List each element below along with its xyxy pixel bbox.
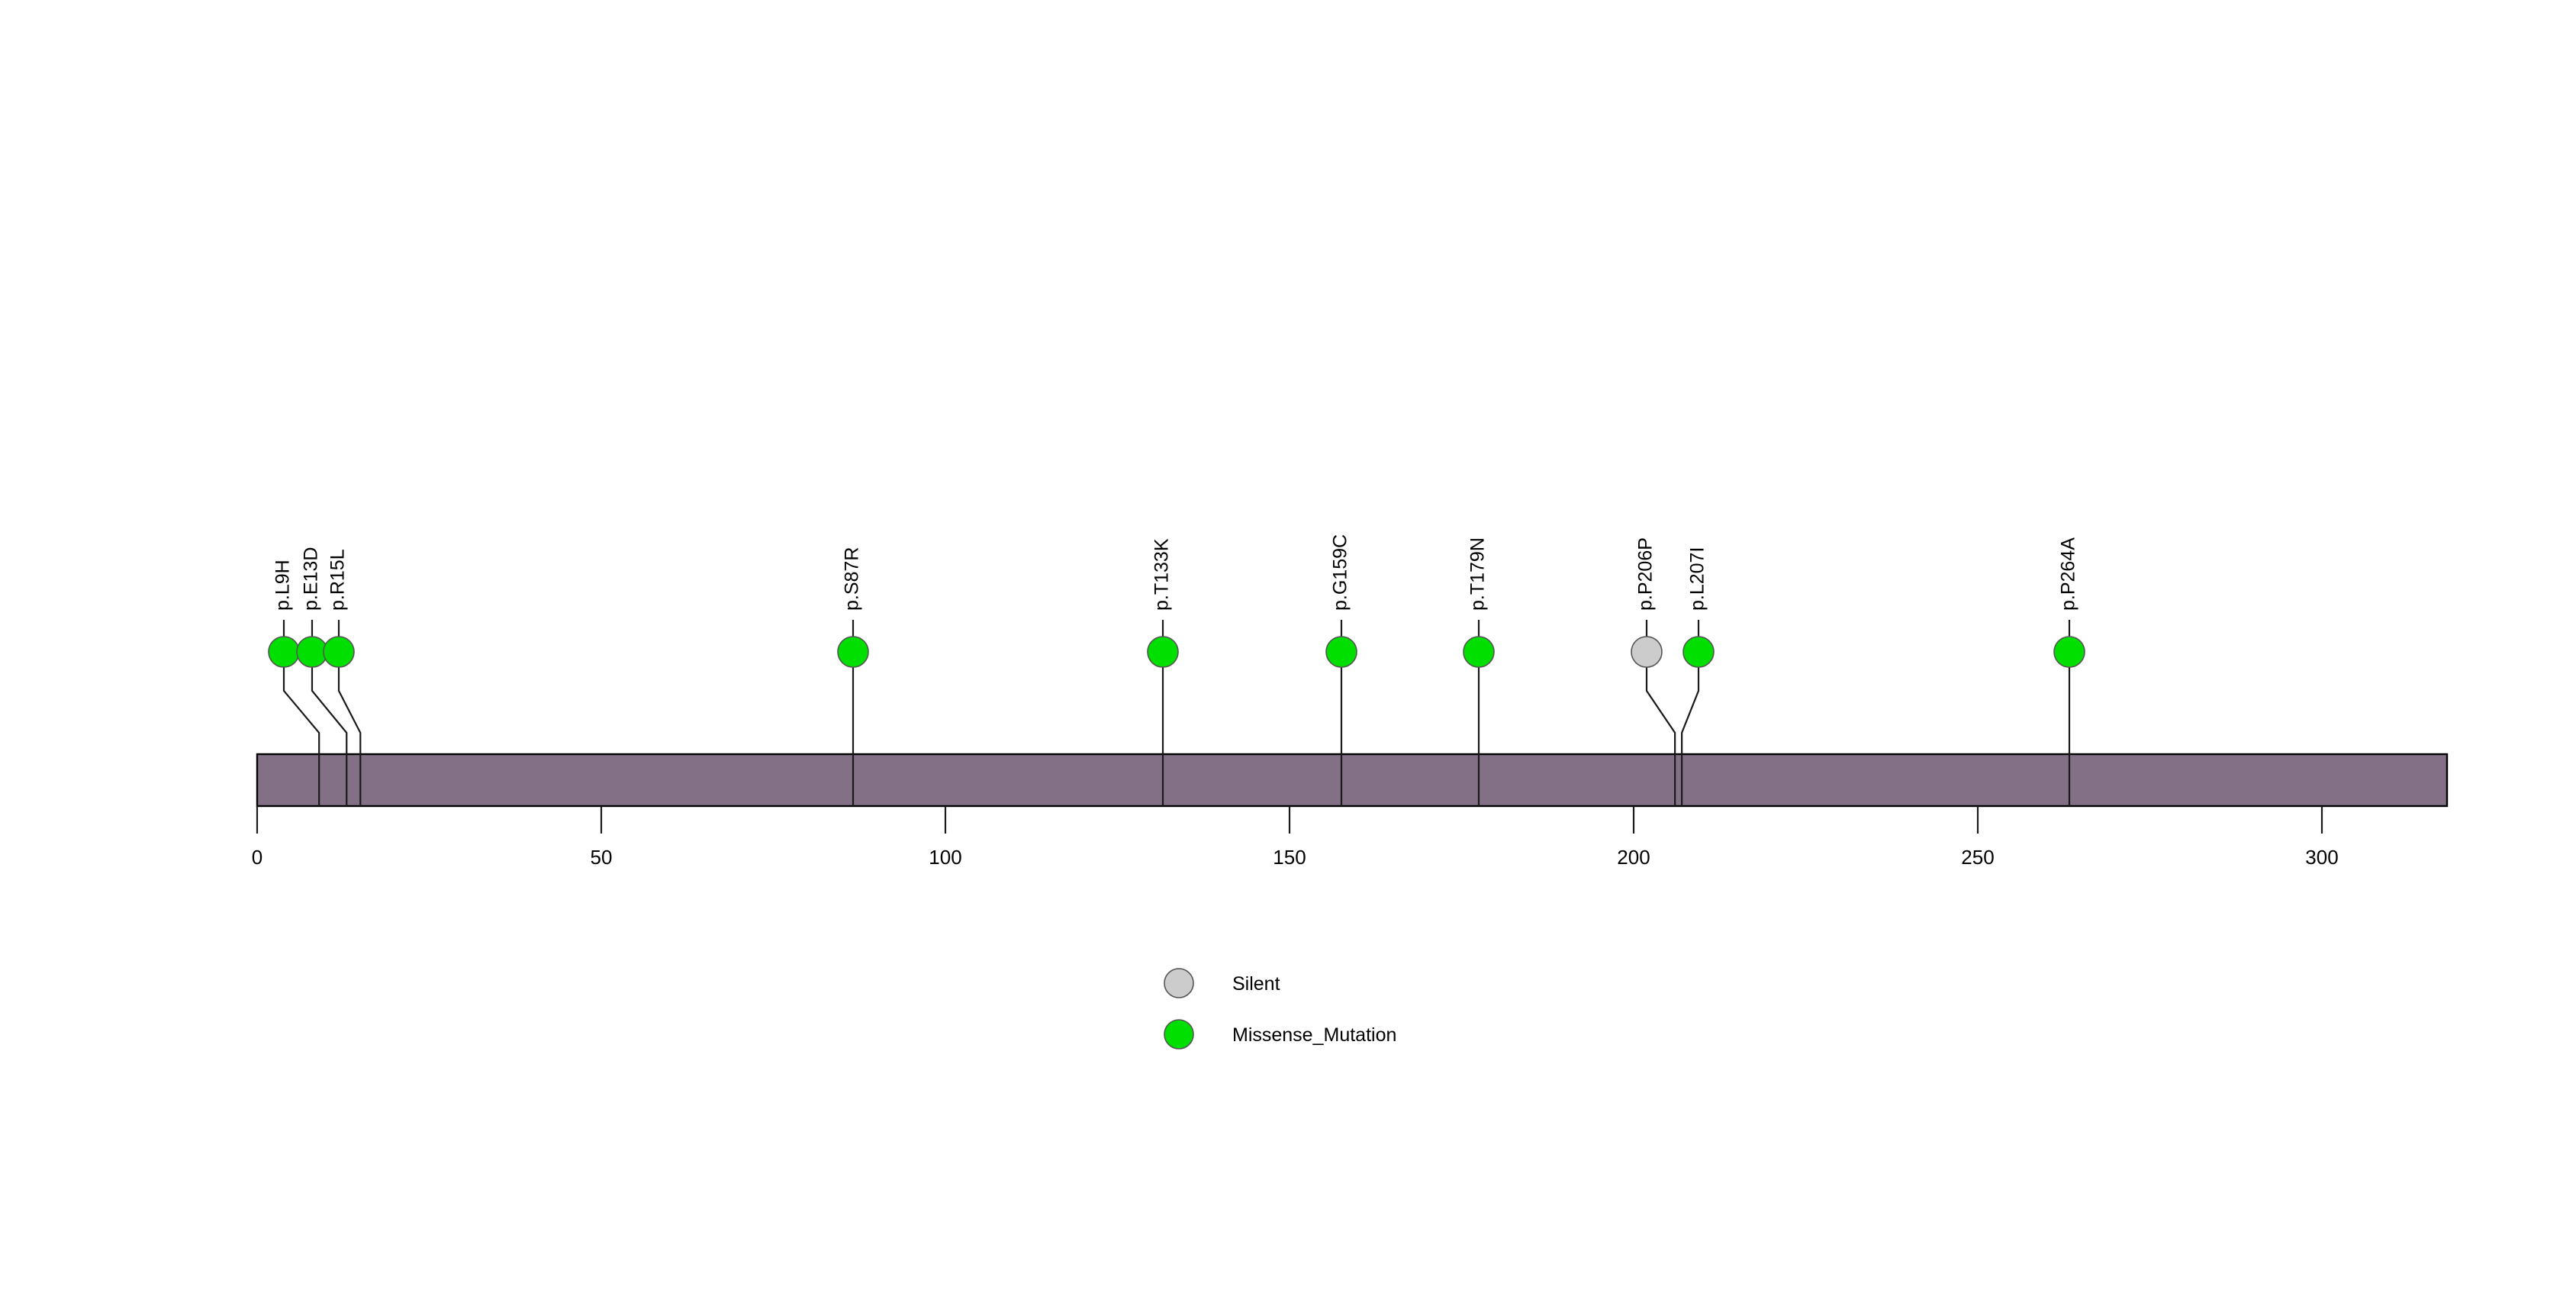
axis-tick-label: 250 (1961, 846, 1994, 869)
mutation-label: p.S87R (842, 547, 863, 611)
lollipop-dot-missense_mutation[interactable] (1147, 636, 1179, 668)
lollipop-dot-missense_mutation[interactable] (296, 636, 328, 668)
lollipop-pe13d[interactable] (296, 620, 348, 806)
axis-tick-label: 0 (252, 846, 262, 869)
lollipop-pp206p[interactable] (1631, 620, 1676, 806)
axis-tick-label: 50 (591, 846, 613, 869)
lollipop-pp264a[interactable] (2053, 620, 2085, 806)
mutation-label: p.T133K (1151, 538, 1173, 611)
x-axis-group: 0 50 100 150 200 250 300 (252, 806, 2339, 869)
mutation-label: p.P264A (2058, 537, 2079, 611)
legend-swatch-icon (1164, 968, 1194, 998)
lollipop-pg159c[interactable] (1325, 620, 1357, 806)
mutation-label: p.R15L (327, 549, 349, 611)
lollipop-stem-bottom (282, 666, 320, 806)
legend-label: Missense_Mutation (1232, 1024, 1396, 1046)
lollipop-dot-missense_mutation[interactable] (1463, 636, 1495, 668)
lollipop-dot-missense_mutation[interactable] (2053, 636, 2085, 668)
legend-item-silent[interactable]: Silent (1164, 968, 1280, 998)
legend-item-missense_mutation[interactable]: Missense_Mutation (1164, 1019, 1396, 1050)
lollipop-ps87r[interactable] (837, 620, 869, 806)
lollipop-dot-missense_mutation[interactable] (1325, 636, 1357, 668)
legend-label: Silent (1232, 973, 1280, 995)
lollipop-stem-bottom (1681, 666, 1700, 806)
lollipop-pr15l[interactable] (323, 620, 362, 806)
axis-tick-label: 300 (2305, 846, 2338, 869)
lollipop-dot-missense_mutation[interactable] (323, 636, 355, 668)
mutation-label: p.L207I (1687, 547, 1708, 611)
lollipop-stem-bottom (337, 666, 362, 806)
lollipop-pt133k[interactable] (1147, 620, 1179, 806)
lollipop-dot-missense_mutation[interactable] (268, 636, 300, 668)
axis-tick-label: 150 (1273, 846, 1306, 869)
legend-swatch-icon (1164, 1019, 1194, 1050)
mutation-label: p.L9H (272, 560, 294, 611)
axis-tick-label: 200 (1617, 846, 1650, 869)
axis-tick-label: 100 (929, 846, 961, 869)
mutation-label: p.P206P (1635, 537, 1657, 611)
lollipop-pl207i[interactable] (1681, 620, 1715, 806)
lollipop-dot-silent[interactable] (1631, 636, 1663, 668)
lollipop-stem-bottom (311, 666, 348, 806)
protein-bar-group (256, 753, 2449, 808)
lollipop-stem-bottom (1645, 666, 1676, 806)
lollipop-dot-missense_mutation[interactable] (837, 636, 869, 668)
lollipop-pt179n[interactable] (1463, 620, 1495, 806)
mutation-label: p.G159C (1330, 534, 1351, 611)
mutation-label: p.T179N (1467, 537, 1489, 611)
lollipop-dot-missense_mutation[interactable] (1682, 636, 1715, 668)
lollipop-group (268, 620, 2085, 806)
protein-backbone-bar[interactable] (256, 753, 2449, 808)
mutation-label: p.E13D (301, 547, 322, 611)
